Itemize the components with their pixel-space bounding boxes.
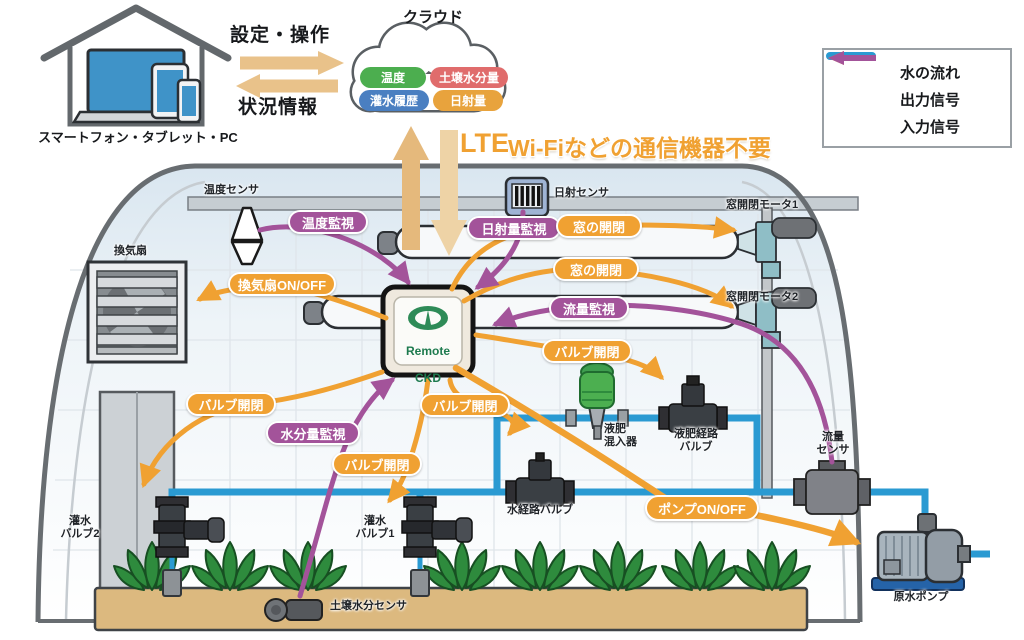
- temp-sensor-label: 温度センサ: [204, 184, 259, 196]
- valve-open-pill-irrigation2: バルブ開閉: [186, 392, 276, 416]
- legend-output-label: 出力信号: [900, 92, 961, 109]
- lte-label: LTE: [460, 128, 509, 158]
- controller-logo-icon: [408, 306, 448, 330]
- window-open-pill-1: 窓の開閉: [556, 214, 642, 238]
- flow-sensor-label: 流量 センサ: [816, 431, 850, 456]
- legend-water-label: 水の流れ: [900, 65, 961, 82]
- window-motor2-label: 窓開閉モータ2: [726, 291, 799, 303]
- house-icon: [40, 4, 232, 127]
- pump-icon: [871, 513, 971, 591]
- fertilizer-route-valve-icon: [658, 375, 728, 433]
- cloud-tag-soil-moisture: 土壌水分量: [430, 67, 508, 88]
- controller-name: CKD: [415, 370, 441, 385]
- status-info-label: 状況情報: [238, 97, 319, 118]
- smart-devices-label: スマートフォン・タブレット・PC: [38, 130, 238, 145]
- moisture-monitor-pill: 水分量監視: [266, 421, 360, 445]
- controller-cloud-arrows: [393, 126, 467, 256]
- controller-brand-label: Remote CKD: [394, 332, 462, 385]
- window-motor1-label: 窓開閉モータ1: [726, 199, 799, 211]
- fertilizer-valve-label: 液肥経路 バルブ: [674, 428, 718, 453]
- drip-pipes: [162, 569, 430, 597]
- legend-input-label: 入力信号: [900, 119, 961, 136]
- irrigation-valve2-icon: [153, 496, 225, 558]
- fertilizer-injector-icon: [565, 362, 629, 440]
- water-valve-label: 水経路バルブ: [507, 504, 573, 516]
- controller-brand: Remote: [405, 344, 450, 359]
- soil-bed: [93, 586, 809, 632]
- legend-output-row: 出力信号: [828, 51, 1010, 113]
- solar-monitor-pill: 日射量監視: [467, 216, 561, 240]
- fan-onoff-pill: 換気扇ON/OFF: [228, 272, 336, 296]
- irrigation-valve1-icon: [401, 496, 473, 558]
- temp-monitor-pill: 温度監視: [288, 210, 368, 234]
- soil-sensor-label: 土壌水分センサ: [330, 600, 407, 612]
- legend-input-row: 入力信号: [828, 51, 1010, 140]
- window-motor2-icon: [737, 287, 817, 349]
- irrigation-valve1-label: 灌水 バルブ1: [355, 515, 395, 540]
- cloud-tag-temperature: 温度: [360, 67, 426, 88]
- ventilation-fan-icon: [86, 260, 188, 364]
- support-post: [761, 207, 773, 499]
- temperature-sensor-icon: [230, 206, 264, 266]
- legend: 水の流れ 出力信号 入力信号: [822, 48, 1012, 148]
- window-open-pill-2: 窓の開閉: [553, 257, 639, 281]
- controller-icon: [380, 284, 476, 378]
- wifi-note-label: Wi-Fiなどの通信機器不要: [508, 135, 771, 161]
- valve-open-pill-fertilizer: バルブ開閉: [542, 339, 632, 363]
- irrigation-valve2-label: 灌水 バルブ2: [60, 515, 100, 540]
- solar-sensor-icon: [504, 176, 550, 221]
- valve-open-pill-irrigation1: バルブ開閉: [332, 452, 422, 476]
- soil-moisture-sensor-icon: [264, 598, 323, 622]
- devices-icon: [71, 48, 202, 124]
- config-operation-label: 設定・操作: [230, 25, 331, 46]
- pump-label: 原水ポンプ: [893, 591, 949, 603]
- cloud-tag-irrigation-history: 灌水履歴: [359, 90, 429, 111]
- cloud-tag-solar: 日射量: [433, 90, 503, 111]
- water-route-valve-icon: [505, 452, 575, 507]
- flow-sensor-icon: [793, 460, 871, 515]
- pump-onoff-pill: ポンプON/OFF: [645, 495, 759, 521]
- window-motor1-icon: [737, 217, 817, 279]
- valve-open-pill-water-route: バルブ開閉: [420, 393, 510, 417]
- cloud-title: クラウド: [402, 9, 463, 26]
- solar-sensor-label: 日射センサ: [554, 187, 609, 199]
- house-cloud-arrows: [236, 51, 344, 98]
- fan-label: 換気扇: [114, 245, 147, 257]
- fertilizer-injector-label: 液肥 混入器: [604, 423, 637, 448]
- flow-monitor-pill: 流量監視: [549, 296, 629, 320]
